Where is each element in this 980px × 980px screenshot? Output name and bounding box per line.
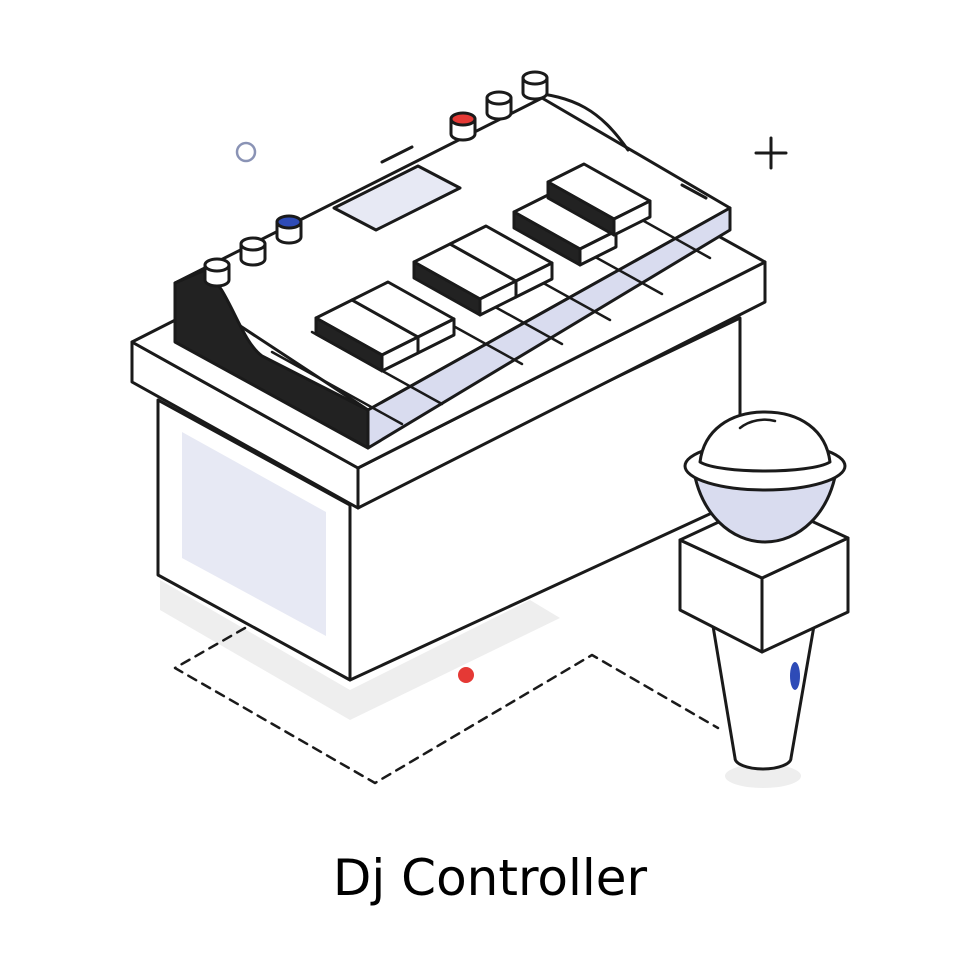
plus-icon	[754, 136, 788, 170]
microphone-icon	[678, 410, 850, 771]
dj-controller-icon	[130, 70, 767, 682]
microphone-handle	[710, 618, 817, 771]
ground-shadow	[160, 580, 801, 788]
display-screen	[332, 164, 462, 232]
knob-right-1-red	[449, 111, 477, 142]
microphone-dome	[698, 410, 832, 473]
knob-left-2	[239, 236, 267, 267]
knob-right-3	[521, 70, 549, 101]
box-left-panel	[182, 432, 326, 636]
knob-right-2	[485, 90, 513, 121]
black-keys	[314, 162, 652, 373]
illustration-caption: Dj Controller	[332, 849, 648, 907]
microphone-button	[790, 662, 800, 690]
knob-left-1	[203, 257, 231, 288]
dashed-floor-outline	[173, 626, 720, 785]
knob-left-3-blue	[275, 214, 303, 245]
circle-icon	[235, 141, 257, 163]
dot-icon	[458, 667, 474, 683]
